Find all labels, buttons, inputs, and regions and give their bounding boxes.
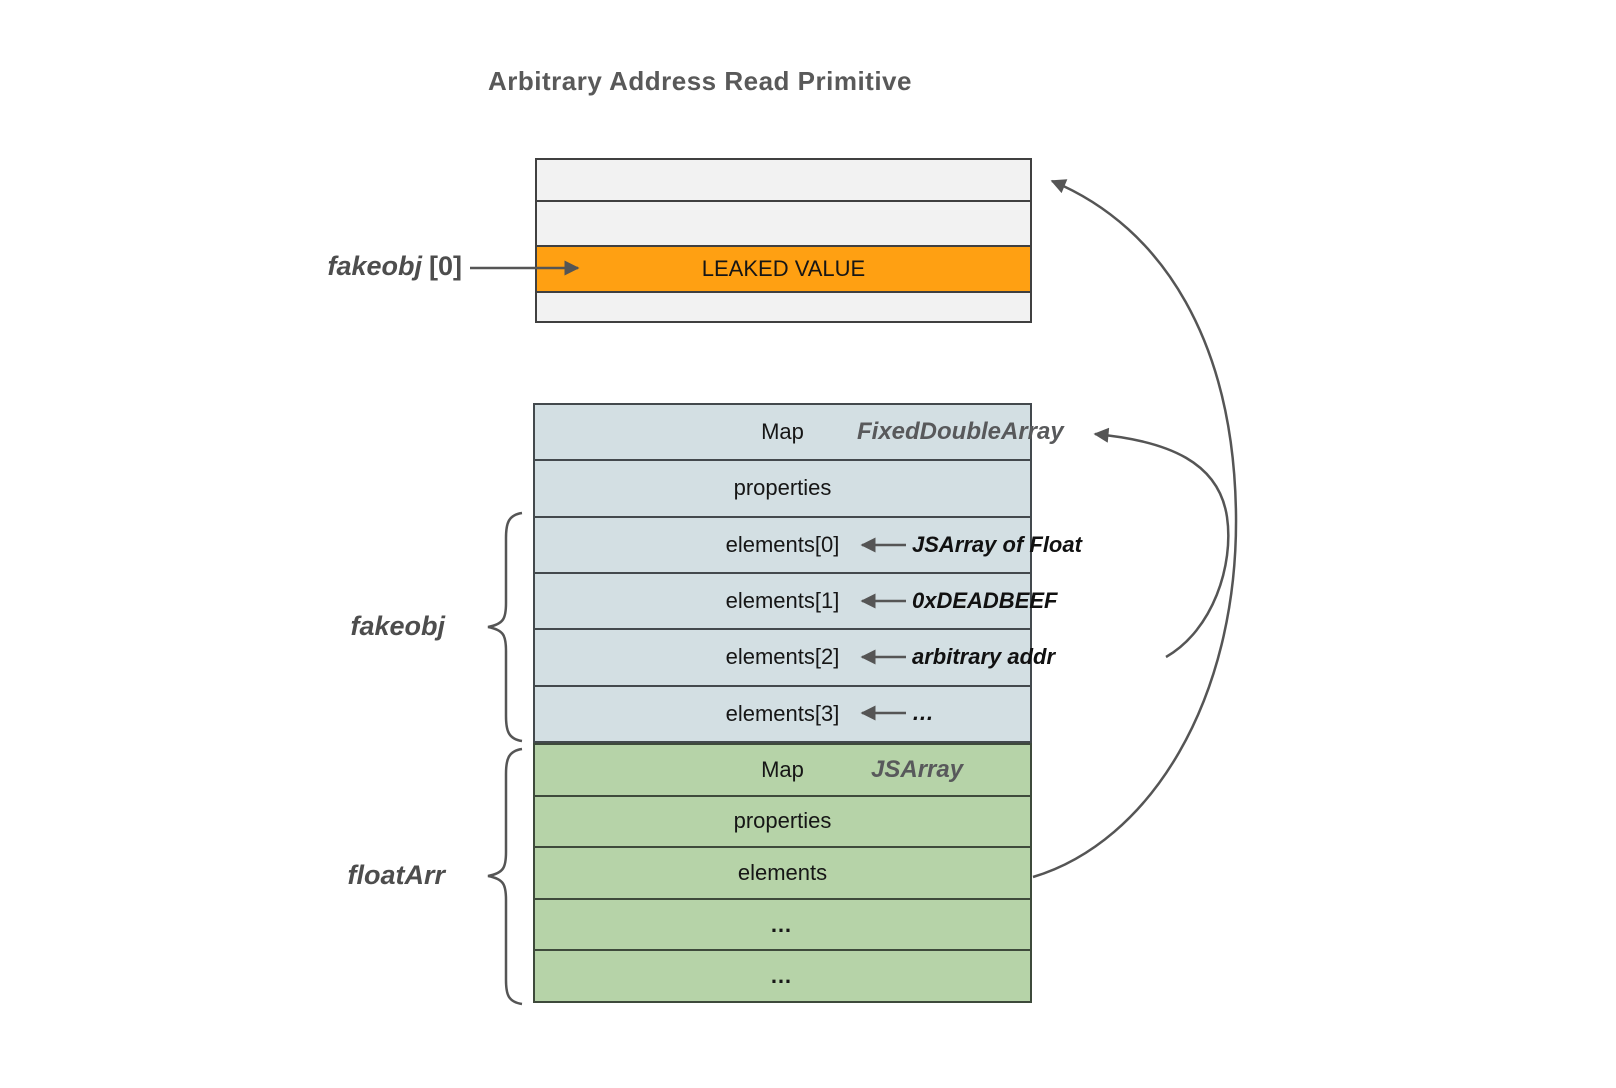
fakeobj-brace-label: fakeobj (350, 611, 445, 641)
fake-array-elements0-row: elements[0] (535, 515, 1030, 572)
floatarr-brace-label: floatArr (347, 860, 445, 890)
float-array-ellipsis-row: … (535, 949, 1030, 1001)
fake-array-elements2-row: elements[2] (535, 628, 1030, 685)
fake-array-properties-row: properties (535, 459, 1030, 516)
leaked-value-row: LEAKED VALUE (537, 245, 1030, 291)
float-array-map-row: Map JSArray (535, 745, 1030, 795)
page-title: Arbitrary Address Read Primitive (488, 66, 912, 96)
fakeobj-name: fakeobj (327, 251, 422, 281)
memory-row (537, 200, 1030, 245)
memory-box: LEAKED VALUE (535, 158, 1032, 323)
annotation-ellipsis: … (912, 700, 934, 725)
fakeobj-index: [0] (429, 251, 462, 281)
memory-row (537, 291, 1030, 321)
memory-row (537, 160, 1030, 200)
annotation-jsarray-of-float: JSArray of Float (912, 532, 1082, 557)
fake-array-map-row: Map FixedDoubleArray (535, 405, 1064, 460)
fakeobj-brace (487, 511, 523, 743)
map-label: Map (761, 419, 804, 445)
annotation-deadbeef: 0xDEADBEEF (912, 588, 1058, 613)
map-label: Map (761, 756, 804, 782)
fakeobj-index-label: fakeobj[0] (260, 249, 462, 283)
fake-array-box: Map FixedDoubleArray properties elements… (533, 403, 1064, 743)
annotation-arbitrary-addr: arbitrary addr (912, 644, 1056, 669)
float-array-elements-row: elements (535, 846, 1030, 898)
jsarray-tag: JSArray (871, 755, 964, 783)
float-array-properties-row: properties (535, 794, 1030, 847)
fake-array-elements3-row: elements[3] (535, 684, 1030, 741)
fixed-double-array-tag: FixedDoubleArray (857, 418, 1064, 446)
float-array-box: Map JSArray properties elements … … (533, 743, 1032, 1003)
fake-array-elements1-row: elements[1] (535, 571, 1030, 629)
float-array-ellipsis-row: … (535, 897, 1030, 950)
floatarr-brace (487, 747, 523, 1006)
elements-to-memory-curve (1032, 179, 1238, 879)
arbitrary-addr-to-fakeobj-curve (1093, 427, 1230, 659)
